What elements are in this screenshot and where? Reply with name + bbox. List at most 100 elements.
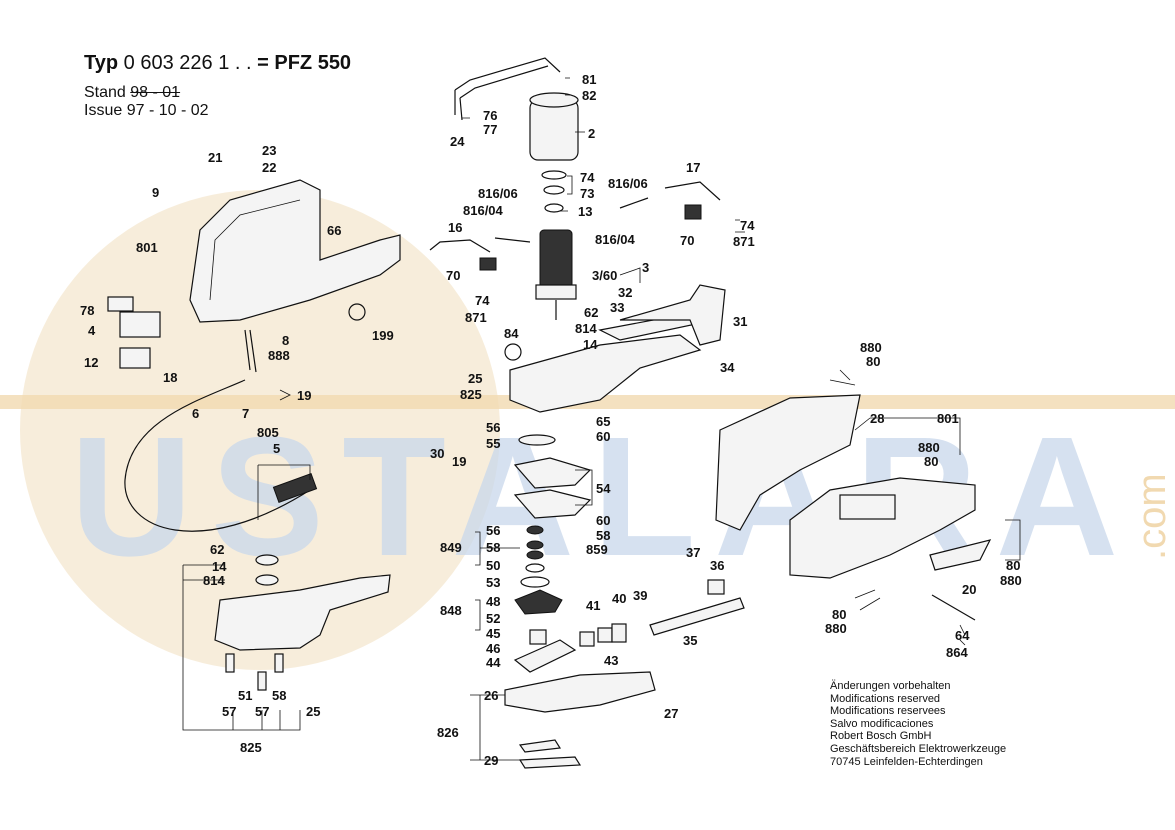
bracket-part — [619, 284, 726, 346]
callout: 58 — [486, 540, 500, 555]
callout: 56 — [486, 523, 500, 538]
note-line: Geschäftsbereich Elektrowerkzeuge — [830, 742, 1007, 755]
callout-labels: 81 82 76 77 24 2 74 73 13 816/06 816/04 … — [80, 72, 1022, 768]
callout: 76 — [483, 108, 497, 123]
right-cover-upper — [715, 394, 861, 531]
callout: 57 — [255, 704, 269, 719]
note-line: Salvo modificaciones — [830, 717, 934, 730]
housing-left-part — [189, 179, 401, 323]
issue-label: Issue — [84, 102, 123, 119]
callout: 880 — [825, 621, 847, 636]
callout: 814 — [203, 573, 225, 588]
callout: 19 — [297, 388, 311, 403]
callout: 56 — [486, 420, 500, 435]
callout: 53 — [486, 575, 500, 590]
callout: 28 — [870, 411, 884, 426]
callout: 36 — [710, 558, 724, 573]
callout: 55 — [486, 436, 500, 451]
callout: 74 — [475, 293, 490, 308]
callout: 23 — [262, 143, 276, 158]
callout: 50 — [486, 558, 500, 573]
callout: 25 — [306, 704, 320, 719]
callout: 39 — [633, 588, 647, 603]
callout: 26 — [484, 688, 498, 703]
callout: 33 — [610, 300, 624, 315]
callout: 70 — [446, 268, 460, 283]
callout: 20 — [962, 582, 976, 597]
typ-suffix: 1 . . — [218, 52, 252, 74]
callout: 37 — [686, 545, 700, 560]
callout: 34 — [720, 360, 735, 375]
note-line: Modifications reservees — [830, 705, 946, 718]
armature-part — [535, 229, 577, 320]
lower-housing-part — [214, 554, 391, 691]
callout: 74 — [580, 170, 595, 185]
callout: 60 — [596, 429, 610, 444]
callout: 62 — [584, 305, 598, 320]
callout: 58 — [272, 688, 286, 703]
callout: 888 — [268, 348, 290, 363]
callout: 84 — [504, 326, 519, 341]
callout: 43 — [604, 653, 618, 668]
right-cover-lower — [789, 477, 976, 579]
type-title: Typ 0 603 226 1 . . = PFZ 550 — [84, 52, 351, 75]
note-line: Robert Bosch GmbH — [830, 730, 932, 743]
callout: 864 — [946, 645, 968, 660]
typ-equals: = — [257, 52, 269, 74]
callout: 859 — [586, 542, 608, 557]
power-cable — [124, 329, 318, 532]
note-line: Modifications reserved — [830, 692, 941, 705]
small-parts — [929, 539, 992, 621]
callout: 5 — [273, 441, 280, 456]
callout: 62 — [210, 542, 224, 557]
callout: 22 — [262, 160, 276, 175]
shaft-part — [579, 579, 745, 647]
detail-marker-a — [348, 303, 366, 321]
notes-block: Änderungen vorbehalten Modifications res… — [830, 680, 1006, 768]
callout: 78 — [80, 303, 94, 318]
callout: 17 — [686, 160, 700, 175]
callout: 35 — [683, 633, 697, 648]
callout: 25 — [468, 371, 482, 386]
callout: 65 — [596, 414, 610, 429]
callout: 82 — [582, 88, 596, 103]
callout: 44 — [486, 655, 501, 670]
callout: 801 — [136, 240, 158, 255]
callout: 80 — [866, 354, 880, 369]
plate-stack — [513, 434, 592, 673]
callout: 64 — [955, 628, 970, 643]
switch-parts — [107, 296, 161, 369]
callout: 40 — [612, 591, 626, 606]
detail-marker-a — [504, 343, 522, 361]
callout: 8 — [282, 333, 289, 348]
callout: 70 — [680, 233, 694, 248]
leader-lines — [182, 77, 1021, 761]
callout: 816/06 — [608, 176, 648, 191]
callout: 4 — [88, 323, 96, 338]
callout: 2 — [588, 126, 595, 141]
callout: 825 — [240, 740, 262, 755]
callout: 805 — [257, 425, 279, 440]
callout: 27 — [664, 706, 678, 721]
callout: 7 — [242, 406, 249, 421]
callout: 880 — [918, 440, 940, 455]
callout: 46 — [486, 641, 500, 656]
typ-number: 0 603 226 — [123, 52, 213, 74]
bearing-rings — [541, 170, 567, 213]
callout: 199 — [372, 328, 394, 343]
base-plate-part — [504, 671, 656, 769]
callout: 80 — [924, 454, 938, 469]
callout: 16 — [448, 220, 462, 235]
callout: 24 — [450, 134, 465, 149]
callout: 880 — [1000, 573, 1022, 588]
callout: 81 — [582, 72, 596, 87]
stand-value: 98 - 01 — [130, 84, 181, 101]
note-line: Änderungen vorbehalten — [830, 680, 951, 692]
model-name: PFZ 550 — [274, 52, 352, 74]
callout: 48 — [486, 594, 500, 609]
callout: 816/04 — [463, 203, 504, 218]
callout: 9 — [152, 185, 159, 200]
callout: 880 — [860, 340, 882, 355]
